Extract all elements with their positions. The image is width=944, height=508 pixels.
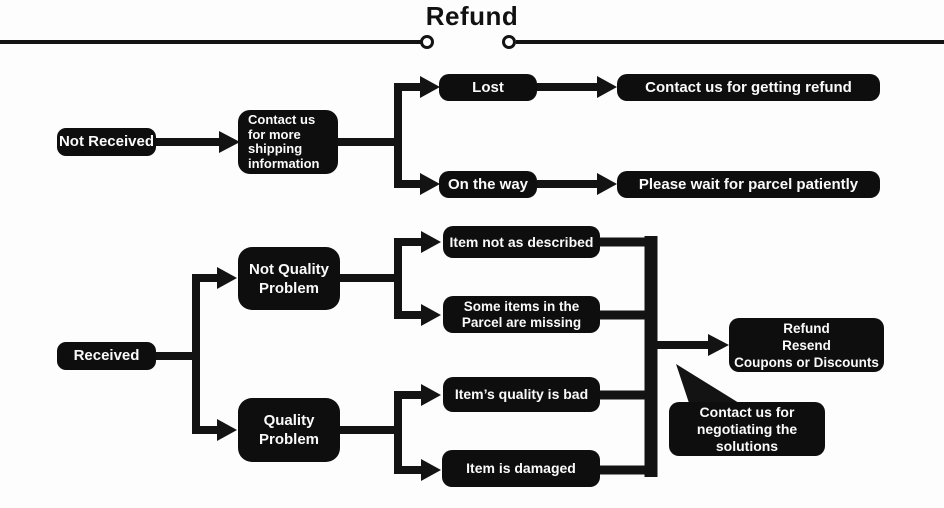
- node-received: Received: [57, 342, 156, 370]
- arrowhead-nqp: [217, 267, 237, 289]
- node-wait-patiently: Please wait for parcel patiently: [617, 171, 880, 198]
- arrowhead-refund: [597, 76, 617, 98]
- connector-qp-qualitybad: [340, 391, 422, 434]
- divider-circle-left-icon: [420, 35, 434, 49]
- node-not-quality-problem: Not Quality Problem: [238, 247, 340, 310]
- arrowhead-lost: [420, 76, 440, 98]
- arrowhead-contact: [219, 131, 240, 153]
- arrowhead-missing: [421, 304, 441, 326]
- connector-contact-lost: [338, 83, 421, 146]
- page-title: Refund: [425, 1, 519, 31]
- divider-line-right: [516, 40, 944, 44]
- arrowhead-ontheway: [420, 173, 440, 195]
- speech-bubble-negotiate: Contact us for negotiating the solutions: [669, 402, 825, 456]
- divider-circle-right-icon: [502, 35, 516, 49]
- node-lost: Lost: [439, 74, 537, 101]
- arrowhead-damaged: [421, 459, 441, 481]
- arrowhead-wait: [597, 173, 617, 195]
- node-item-quality-bad: Item’s quality is bad: [443, 377, 600, 412]
- connector-contact-ontheway: [394, 142, 421, 188]
- node-on-the-way: On the way: [439, 171, 537, 198]
- connector-nqp-missing: [394, 278, 422, 319]
- node-quality-problem: Quality Problem: [238, 398, 340, 462]
- node-contact-us-refund: Contact us for getting refund: [617, 74, 880, 101]
- node-refund-resend-coupons: Refund Resend Coupons or Discounts: [729, 318, 884, 372]
- node-contact-us-shipping-info: Contact us for more shipping information: [238, 110, 338, 174]
- arrowhead-qualitybad: [421, 384, 441, 406]
- node-item-not-as-described: Item not as described: [443, 226, 600, 258]
- connector-received-nqp: [156, 274, 218, 360]
- connector-received-qp: [192, 356, 218, 434]
- arrowhead-qp: [217, 419, 237, 441]
- arrowhead-itemdesc: [421, 231, 441, 253]
- divider-line-left: [0, 40, 421, 44]
- speech-bubble-tail: [676, 364, 739, 403]
- connector-nqp-itemdesc: [340, 238, 422, 282]
- node-not-received: Not Received: [57, 128, 156, 156]
- connector-qp-damaged: [394, 430, 422, 474]
- node-items-missing: Some items in the Parcel are missing: [443, 296, 600, 333]
- node-item-damaged: Item is damaged: [442, 450, 600, 487]
- arrowhead-outcomes: [708, 334, 729, 356]
